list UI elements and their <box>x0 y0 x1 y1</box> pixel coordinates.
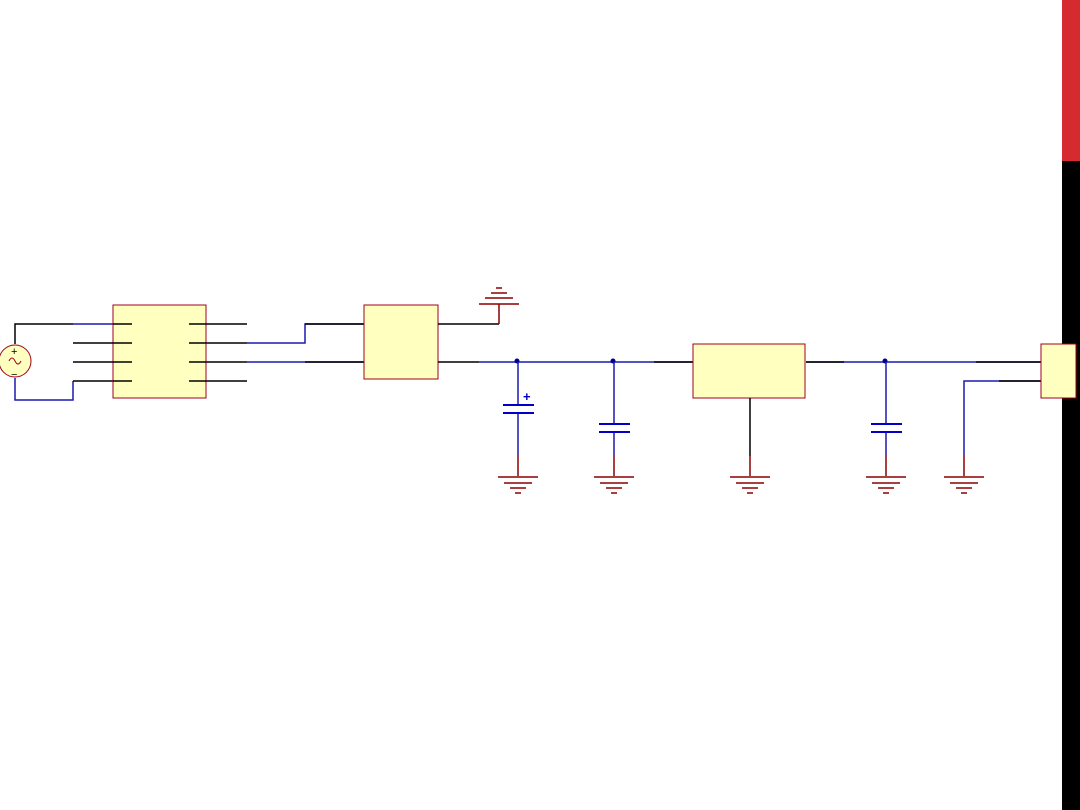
capacitor-c2 <box>599 362 630 476</box>
ground-icon <box>730 476 770 494</box>
wire-u1-u2-top <box>247 323 364 344</box>
component-u3-regulator <box>692 343 806 476</box>
wire-source-bottom <box>14 378 74 401</box>
ground-icon <box>498 476 538 494</box>
ac-source-minus: − <box>11 369 17 381</box>
c1-polarity-mark: + <box>523 389 531 404</box>
ground-icon <box>866 476 906 494</box>
component-u1 <box>73 304 247 399</box>
accent-bar-red <box>1062 0 1080 161</box>
u3-body <box>692 343 806 399</box>
component-u2 <box>363 304 500 380</box>
wiring-u1-u2 <box>247 323 364 363</box>
ground-icon <box>944 476 984 494</box>
ground-icon <box>479 287 519 305</box>
ac-source-wave-icon <box>8 357 22 365</box>
ground-icon <box>594 476 634 494</box>
j1-body <box>1040 343 1077 399</box>
source-wiring <box>14 323 113 401</box>
ac-source: + − <box>0 344 32 381</box>
u2-body <box>363 304 439 380</box>
u1-body <box>112 304 207 399</box>
capacitor-c1-electrolytic: + <box>503 362 534 476</box>
wire-source-top <box>14 323 73 344</box>
connector-return-wire <box>963 380 1041 476</box>
component-j1-connector <box>1040 343 1077 399</box>
ac-source-plus: + <box>11 346 17 358</box>
capacitor-c3 <box>871 362 902 476</box>
accent-bar-black <box>1062 161 1080 810</box>
